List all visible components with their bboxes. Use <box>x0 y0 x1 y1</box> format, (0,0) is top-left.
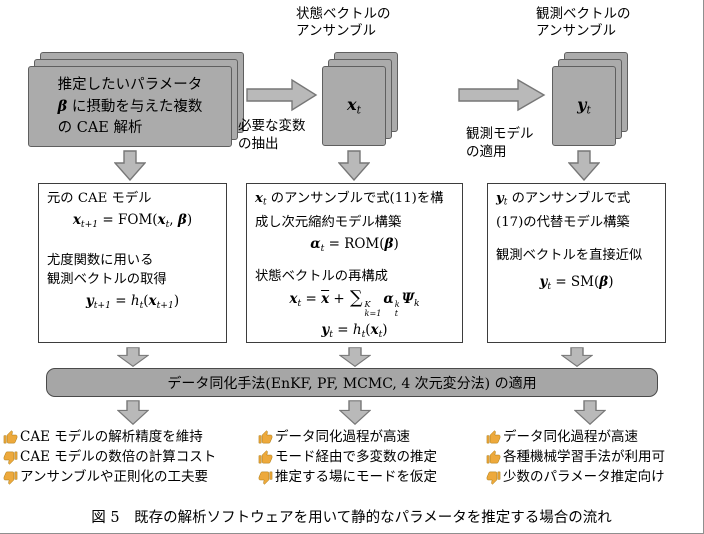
pros-cons-text: データ同化過程が高速 <box>275 429 410 445</box>
list-item: 各種機械学習手法が利用可 <box>486 447 703 467</box>
thumbs-down-icon <box>3 470 18 485</box>
arrow-down-icon <box>339 400 371 425</box>
stacked-card-front: xt <box>322 66 386 146</box>
pros-cons-text: 各種機械学習手法が利用可 <box>503 449 665 465</box>
rom-pros-cons-list: データ同化過程が高速 モード経由で多変数の推定 推定する場にモードを仮定 <box>258 427 486 487</box>
thumbs-down-icon <box>258 470 273 485</box>
list-item: データ同化過程が高速 <box>258 427 486 447</box>
list-item: CAE モデルの数倍の計算コスト <box>3 447 253 467</box>
rom-reconstruct-note: 状態ベクトルの再構成 <box>255 269 388 285</box>
rom-box-intro: xt のアンサンブルで式(11)を構成し次元縮約モデル構築 <box>255 191 444 230</box>
sm-pros-cons-list: データ同化過程が高速 各種機械学習手法が利用可 少数のパラメータ推定向け <box>486 427 703 487</box>
stacked-card-front: yt <box>552 66 616 146</box>
arrow-right-obs-model-icon <box>458 78 546 112</box>
sm-box-intro: yt のアンサンブルで式(17)の代替モデル構築 <box>496 191 631 230</box>
data-assimilation-bar-label: データ同化手法(EnKF, PF, MCMC, 4 次元変分法) の適用 <box>167 375 537 392</box>
thumbs-down-icon <box>3 450 18 465</box>
arrow-down-icon <box>117 400 149 425</box>
list-item: アンサンブルや正則化の工夫要 <box>3 467 253 487</box>
state-vector-label: xt <box>347 95 361 117</box>
arrow-down-icon <box>568 150 600 181</box>
stacked-card-front: 推定したいパラメータ β に摂動を与えた複数 の CAE 解析 <box>28 66 232 147</box>
thumbs-up-icon <box>486 429 501 445</box>
pros-cons-text: データ同化過程が高速 <box>503 429 638 445</box>
list-item: モード経由で多変数の推定 <box>258 447 486 467</box>
fom-box: 元の CAE モデル xt+1 = FOM(xt, β) 尤度関数に用いる 観測… <box>38 183 227 343</box>
arrow-down-icon <box>339 347 371 367</box>
thumbs-up-icon <box>3 429 18 445</box>
arrow-right-extract-icon <box>246 78 318 112</box>
apply-obs-model-label: 観測モデル の適用 <box>466 126 534 160</box>
pros-cons-text: 推定する場にモードを仮定 <box>275 469 437 485</box>
cae-card-text: 推定したいパラメータ β に摂動を与えた複数 の CAE 解析 <box>57 76 203 136</box>
arrow-down-icon <box>561 347 593 367</box>
sm-formula: yt = SM(β) <box>539 273 614 292</box>
list-item: 推定する場にモードを仮定 <box>258 467 486 487</box>
thumbs-down-icon <box>486 470 501 485</box>
pros-cons-text: 少数のパラメータ推定向け <box>503 469 665 485</box>
rom-formula: αt = ROM(β) <box>310 235 399 254</box>
thumbs-up-icon <box>258 449 273 465</box>
arrow-down-icon <box>574 400 606 425</box>
obs-vector-label: yt <box>577 95 591 117</box>
rom-box: xt のアンサンブルで式(11)を構成し次元縮約モデル構築 αt = ROM(β… <box>246 183 463 343</box>
fom-model-formula: xt+1 = FOM(xt, β) <box>72 212 193 230</box>
sm-approx-note: 観測ベクトルを直接近似 <box>496 247 643 263</box>
fom-box-title: 元の CAE モデル <box>47 191 152 206</box>
fom-pros-cons-list: CAE モデルの解析精度を維持 CAE モデルの数倍の計算コスト アンサンブルや… <box>3 427 253 487</box>
pros-cons-text: CAE モデルの数倍の計算コスト <box>20 449 217 465</box>
thumbs-up-icon <box>258 429 273 445</box>
thumbs-up-icon <box>486 449 501 465</box>
pros-cons-text: モード経由で多変数の推定 <box>275 449 437 465</box>
sm-box: yt のアンサンブルで式(17)の代替モデル構築 観測ベクトルを直接近似 yt … <box>487 183 666 343</box>
extract-variables-label: 必要な変数 の抽出 <box>238 118 306 152</box>
fom-likelihood-note: 尤度関数に用いる 観測ベクトルの取得 <box>47 252 167 287</box>
fom-obs-formula: yt+1 = ht(xt+1) <box>85 292 180 311</box>
pros-cons-text: アンサンブルや正則化の工夫要 <box>20 469 209 485</box>
arrow-down-icon <box>338 150 370 181</box>
list-item: データ同化過程が高速 <box>486 427 703 447</box>
obs-ensemble-header: 観測ベクトルの アンサンブル <box>536 6 631 39</box>
data-assimilation-bar: データ同化手法(EnKF, PF, MCMC, 4 次元変分法) の適用 <box>46 368 658 397</box>
list-item: CAE モデルの解析精度を維持 <box>3 427 253 447</box>
arrow-down-icon <box>114 150 146 181</box>
arrow-down-icon <box>117 347 149 367</box>
pros-cons-text: CAE モデルの解析精度を維持 <box>20 429 203 445</box>
state-ensemble-stack: xt <box>322 52 400 148</box>
rom-obs-formula: yt = ht(xt) <box>321 321 388 340</box>
list-item: 少数のパラメータ推定向け <box>486 467 703 487</box>
figure-caption: 図 5 既存の解析ソフトウェアを用いて静的なパラメータを推定する場合の流れ <box>91 510 612 526</box>
obs-ensemble-stack: yt <box>552 52 630 148</box>
state-ensemble-header: 状態ベクトルの アンサンブル <box>296 6 391 39</box>
cae-analyses-stack: 推定したいパラメータ β に摂動を与えた複数 の CAE 解析 <box>28 52 246 148</box>
